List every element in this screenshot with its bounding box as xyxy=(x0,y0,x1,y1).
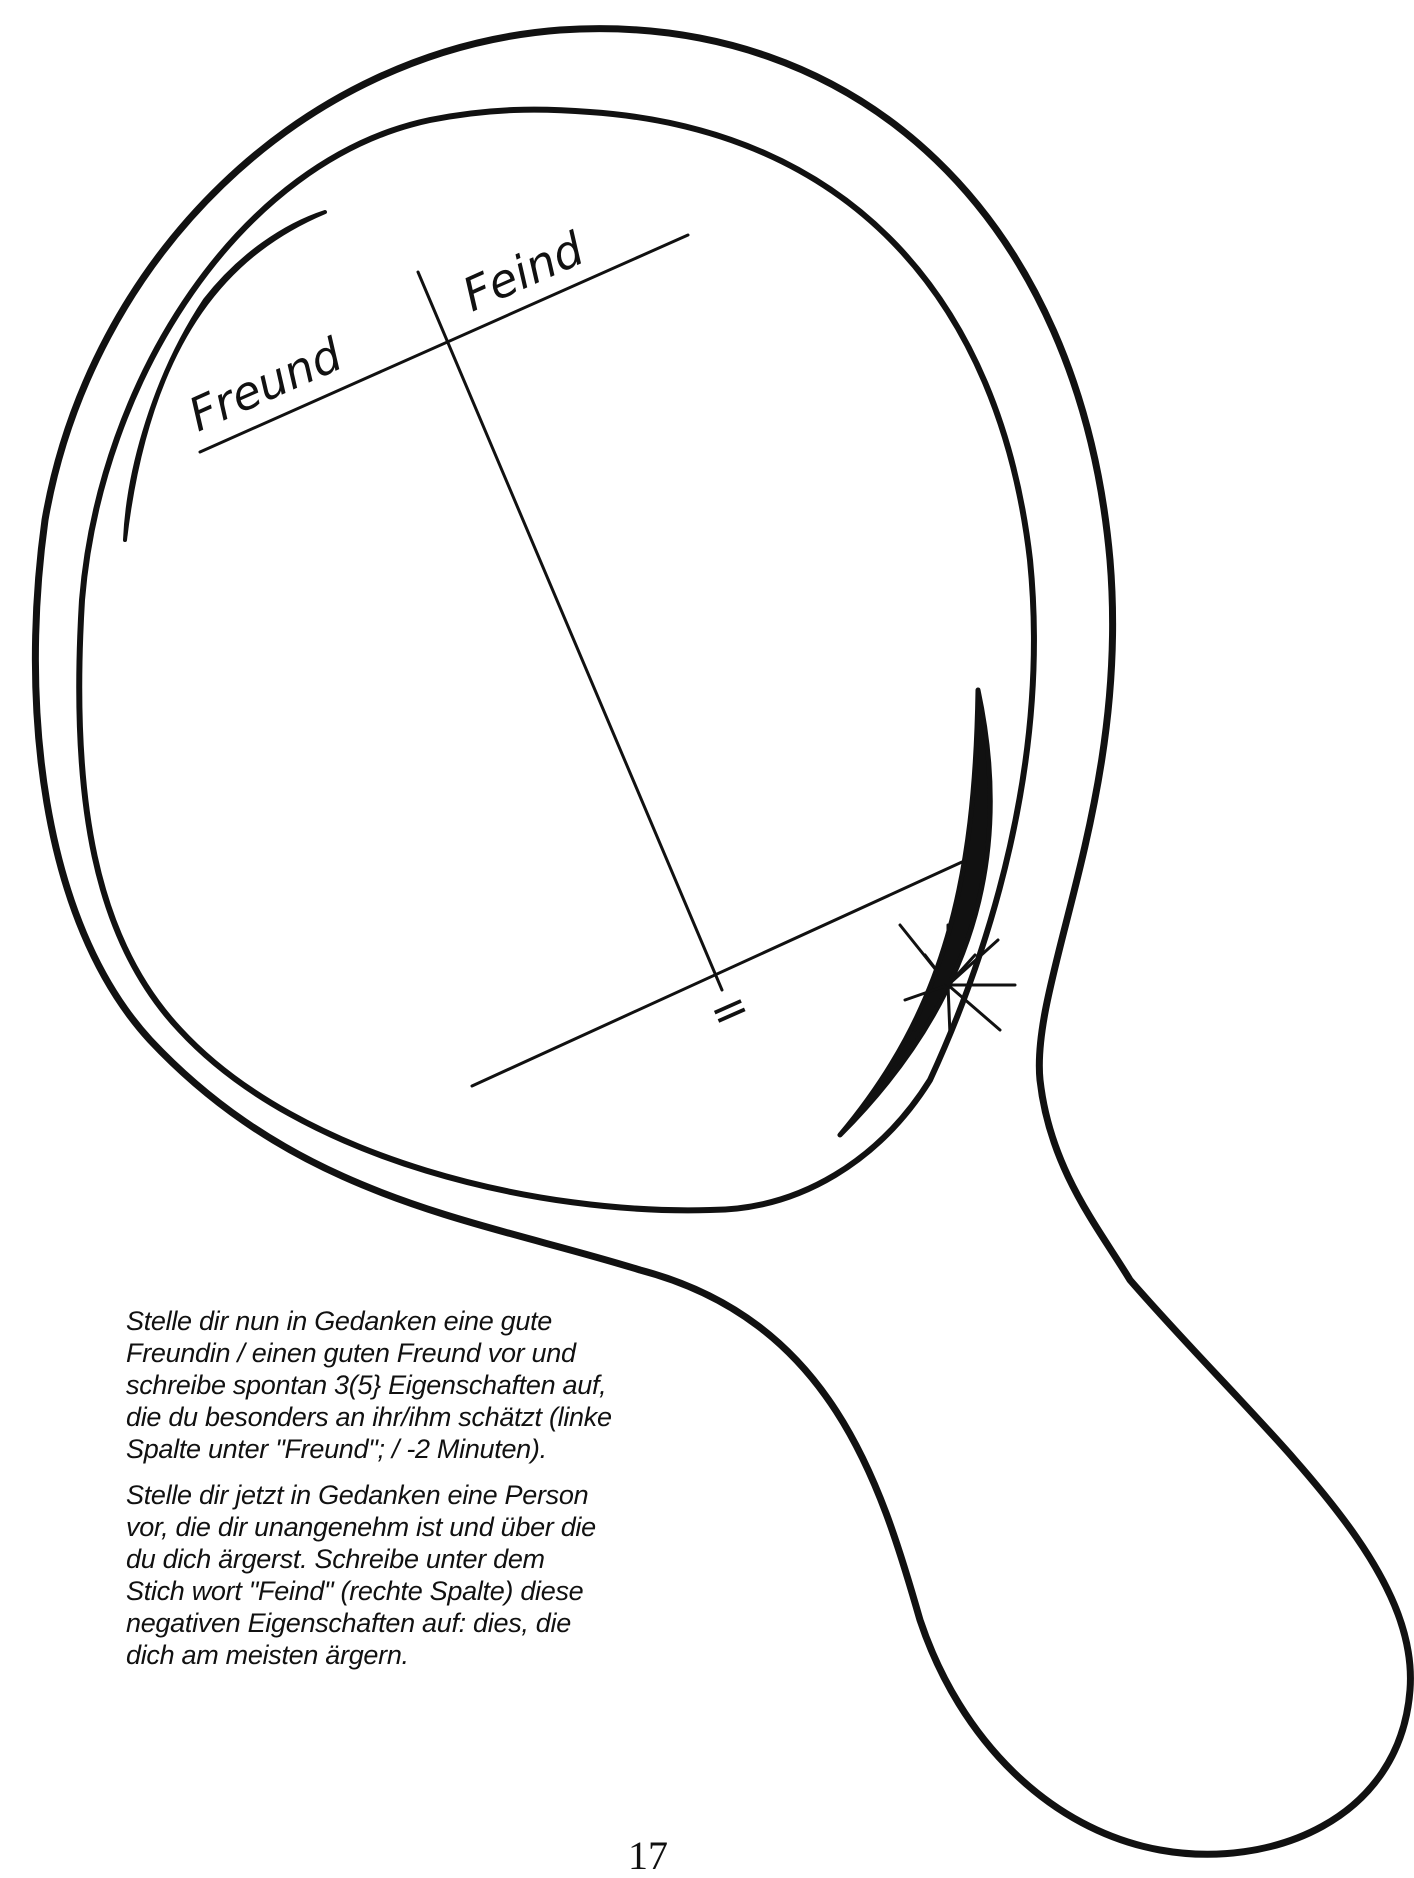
page-number: 17 xyxy=(628,1836,668,1876)
instructions-paragraph-1: Stelle dir nun in Gedanken eine gute Fre… xyxy=(126,1305,766,1465)
table-bottom-line xyxy=(472,862,962,1086)
reflection-highlight-bottom xyxy=(840,690,990,1135)
table-top-line xyxy=(200,235,688,452)
equals-mark: = xyxy=(701,977,758,1042)
column-header-freund: Freund xyxy=(181,327,351,442)
instructions-text: Stelle dir nun in Gedanken eine gute Fre… xyxy=(126,1305,766,1685)
table-divider-line xyxy=(418,272,722,990)
instructions-paragraph-2: Stelle dir jetzt in Gedanken eine Person… xyxy=(126,1479,766,1671)
